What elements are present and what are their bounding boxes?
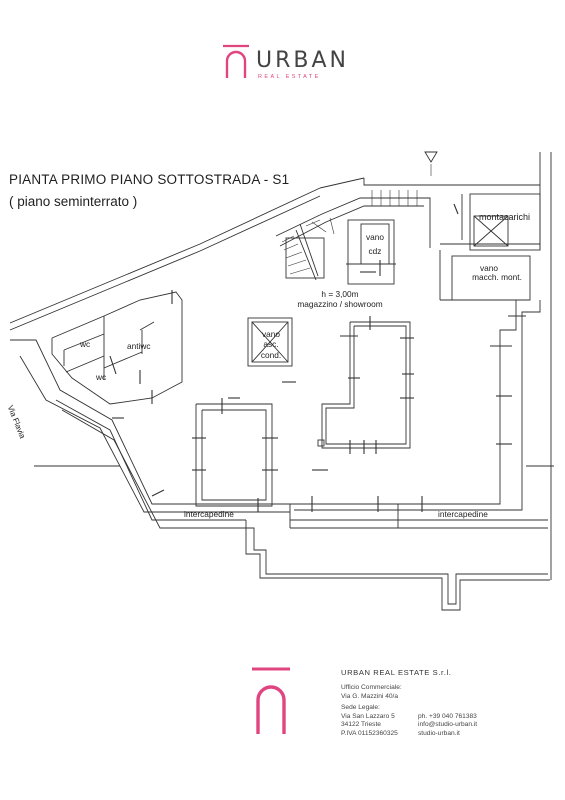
room-label-vano-asc: vano: [262, 329, 280, 339]
room-label-wc-bottom: wc: [96, 372, 107, 382]
room-label-montacarichi: montacarichi: [479, 212, 531, 222]
room-label-intercapedine-left: intercapedine: [184, 509, 234, 519]
room-label-macch-mont: macch. mont.: [472, 272, 522, 282]
room-label-vano-macch: vano: [480, 263, 498, 273]
brand-logo: URBAN REAL ESTATE: [222, 44, 362, 84]
legal-city: 34122 Trieste: [341, 721, 381, 728]
office-heading: Ufficio Commerciale:: [341, 684, 402, 691]
legal-heading: Sede Legale:: [341, 704, 380, 711]
brand-name: URBAN: [256, 48, 349, 73]
legal-street: Via San Lazzaro 5: [341, 713, 395, 720]
email-link[interactable]: info@studio-urban.it: [418, 721, 478, 728]
arch-logo-icon: [223, 44, 249, 78]
office-address: Via G. Mazzini 40/a: [341, 693, 399, 700]
brand-tagline: REAL ESTATE: [258, 74, 321, 80]
room-label-cond: cond.: [260, 350, 282, 360]
room-label-wc-top: wc: [80, 339, 91, 349]
ceiling-height-label: h = 3,00m: [321, 289, 359, 299]
room-label-vano-cdz: vano: [366, 232, 384, 242]
website-link[interactable]: studio-urban.it: [418, 730, 460, 737]
company-name: URBAN REAL ESTATE S.r.l.: [341, 668, 452, 677]
plan-title: PIANTA PRIMO PIANO SOTTOSTRADA - S1: [9, 172, 290, 187]
plan-subtitle: ( piano seminterrato ): [9, 194, 138, 209]
room-label-intercapedine-right: intercapedine: [438, 509, 488, 519]
room-label-main: magazzino / showroom: [297, 299, 383, 309]
room-label-antiwc: antiwc: [127, 341, 151, 351]
plan-walls: [9, 151, 554, 611]
arch-logo-icon: [252, 667, 290, 734]
room-label-cdz: cdz: [368, 246, 382, 256]
phone-number: ph. +39 040 761383: [418, 713, 477, 720]
room-label-asc: asc.: [263, 339, 279, 349]
vat-number: P.IVA 01152360325: [341, 730, 398, 737]
